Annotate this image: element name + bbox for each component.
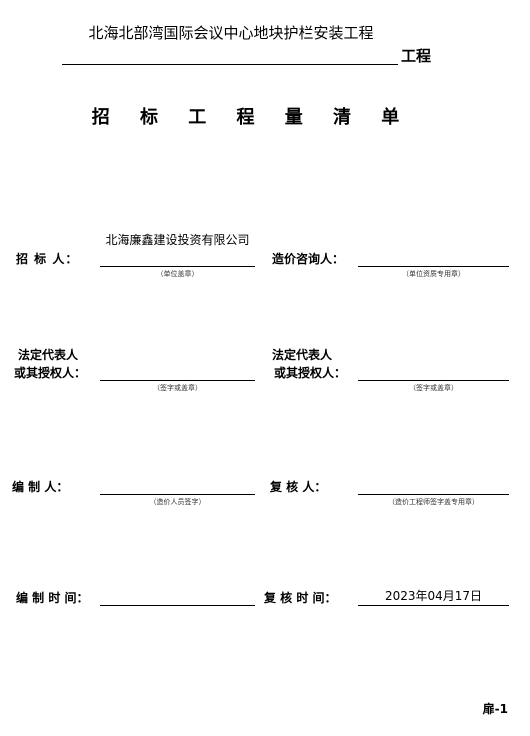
- legal-rep-left-line: [100, 380, 255, 381]
- review-time-label: 复 核 时 间：: [264, 591, 337, 605]
- project-suffix: 工程: [401, 47, 432, 65]
- reviewer-label: 复 核 人：: [270, 480, 327, 494]
- review-time-value: 2023年04月17日: [384, 589, 483, 603]
- compiler-note: （造价人员签字）: [149, 498, 206, 506]
- legal-rep-left-label-2: 或其授权人：: [14, 366, 87, 380]
- compile-time-label: 编 制 时 间：: [16, 591, 89, 605]
- consultant-label: 造价咨询人：: [272, 252, 345, 266]
- legal-rep-left-label-1: 法定代表人: [18, 348, 79, 362]
- reviewer-note: （造价工程师签字盖专用章）: [388, 498, 479, 506]
- document-title: 招 标 工 程 量 清 单: [91, 107, 412, 128]
- reviewer-line: [358, 494, 509, 495]
- compiler-line: [100, 494, 255, 495]
- consultant-line: [358, 266, 509, 267]
- legal-rep-left-note: （签字或盖章）: [153, 384, 202, 392]
- compiler-label: 编 制 人：: [12, 480, 69, 494]
- tenderer-value: 北海廉鑫建设投资有限公司: [105, 233, 250, 247]
- review-time-line: [358, 605, 509, 606]
- tenderer-label: 招 标 人：: [16, 252, 79, 266]
- legal-rep-right-line: [358, 380, 509, 381]
- page-number: 扉-1: [482, 702, 508, 716]
- legal-rep-right-note: （签字或盖章）: [409, 384, 458, 392]
- consultant-note: （单位资质专用章）: [402, 270, 465, 278]
- tenderer-line: [100, 266, 255, 267]
- compile-time-line: [100, 605, 255, 606]
- project-name: 北海北部湾国际会议中心地块护栏安装工程: [88, 24, 374, 42]
- project-name-underline: [62, 64, 398, 65]
- legal-rep-right-label-2: 或其授权人：: [274, 366, 347, 380]
- tenderer-note: （单位盖章）: [156, 270, 199, 278]
- legal-rep-right-label-1: 法定代表人: [272, 348, 333, 362]
